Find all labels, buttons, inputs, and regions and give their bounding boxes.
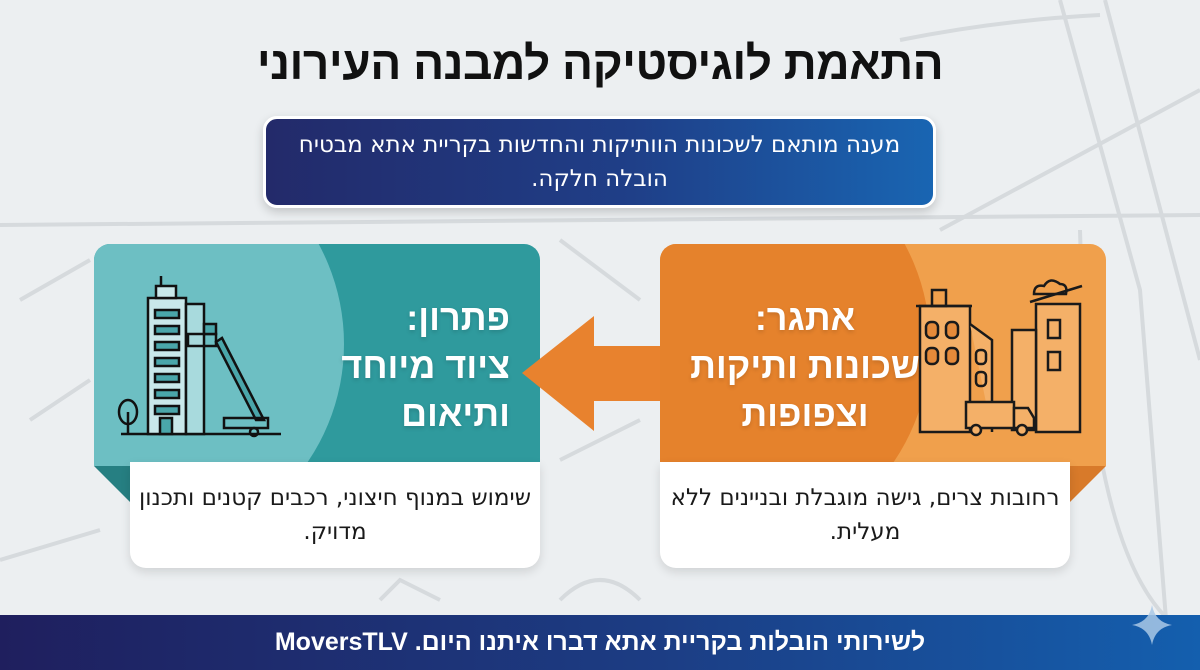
challenge-heading: אתגר: שכונות ותיקות וצפופות [680, 294, 930, 438]
solution-circle-accent [94, 244, 344, 466]
solution-heading-line3: ותיאום [401, 393, 510, 434]
sparkle-icon [1132, 605, 1172, 645]
solution-description-box: שימוש במנוף חיצוני, רכבים קטנים ותכנון מ… [130, 462, 540, 568]
solution-heading: פתרון: ציוד מיוחד ותיאום [341, 294, 510, 438]
page-title: התאמת לוגיסטיקה למבנה העירוני [256, 37, 944, 89]
challenge-heading-line1: אתגר: [754, 297, 856, 338]
solution-description: שימוש במנוף חיצוני, רכבים קטנים ותכנון מ… [138, 485, 531, 545]
arrow-left-icon [522, 316, 672, 431]
footer-cta-text: לשירותי הובלות בקריית אתא דברו איתנו היו… [274, 628, 926, 656]
solution-heading-line1: פתרון: [406, 297, 510, 338]
old-city-street-truck-icon [916, 279, 1083, 437]
solution-heading-line2: ציוד מיוחד [341, 345, 510, 386]
solution-ribbon-fold [94, 466, 130, 502]
challenge-circle-accent [660, 244, 930, 466]
footer-banner: לשירותי הובלות בקריית אתא דברו איתנו היו… [0, 615, 1200, 670]
challenge-heading-line2: שכונות ותיקות [690, 345, 920, 386]
challenge-description-box: רחובות צרים, גישה מוגבלת ובניינים ללא מע… [660, 462, 1070, 568]
building-crane-lift-icon [117, 276, 281, 438]
challenge-heading-line3: וצפופות [741, 393, 869, 434]
subtitle-banner: מענה מותאם לשכונות הוותיקות והחדשות בקרי… [263, 116, 936, 208]
subtitle-text: מענה מותאם לשכונות הוותיקות והחדשות בקרי… [298, 132, 901, 192]
challenge-ribbon-fold [1070, 466, 1106, 502]
solution-card: פתרון: ציוד מיוחד ותיאום [94, 244, 540, 466]
challenge-description: רחובות צרים, גישה מוגבלת ובניינים ללא מע… [670, 485, 1060, 545]
challenge-card: אתגר: שכונות ותיקות וצפופות [660, 244, 1106, 466]
